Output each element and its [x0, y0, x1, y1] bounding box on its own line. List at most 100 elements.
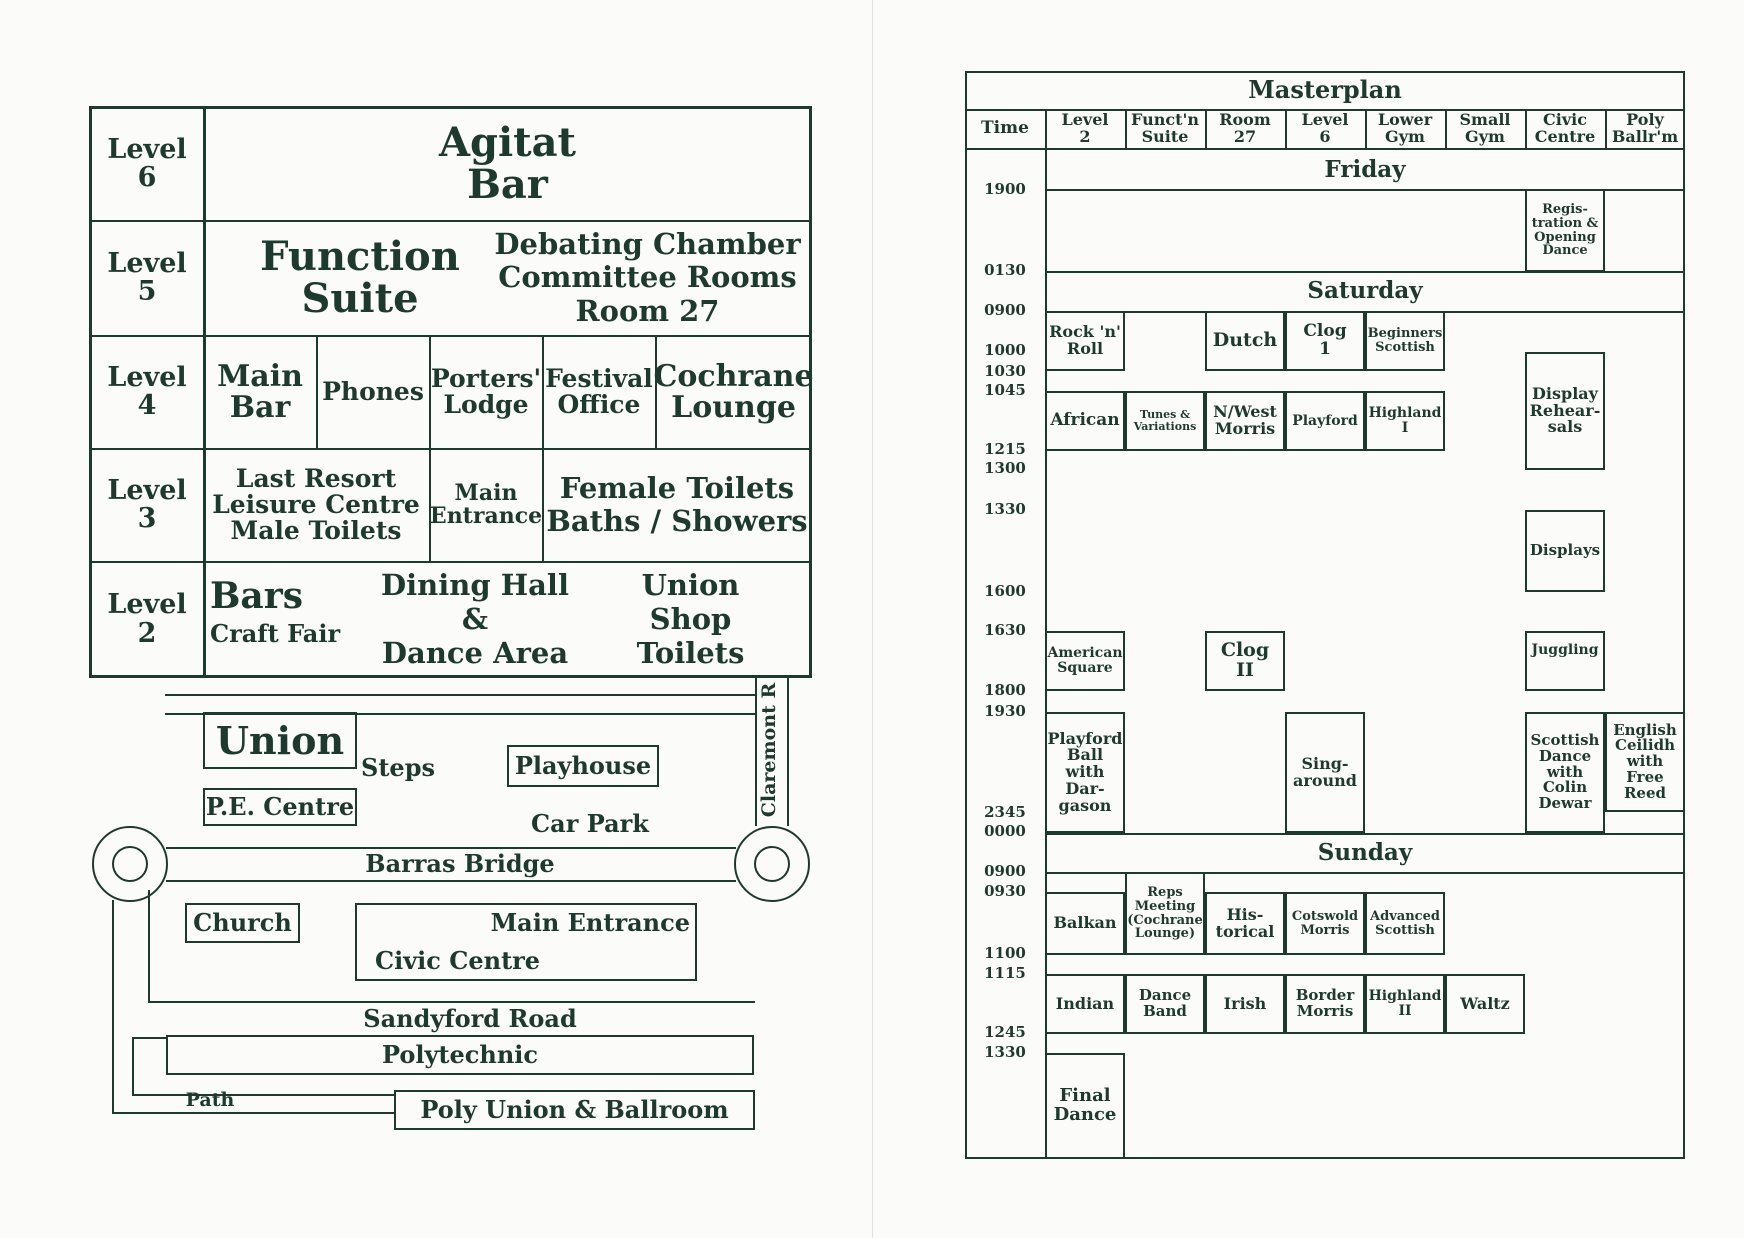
level-4-label: Level 4: [107, 361, 187, 421]
polytechnic-building: [166, 1035, 754, 1075]
col-small-gym: Small Gym: [1459, 110, 1511, 146]
time-label: 1215: [984, 440, 1026, 459]
grid-line: [965, 109, 1685, 111]
pe-centre-building: [203, 788, 357, 826]
room-divider: [429, 335, 431, 561]
event-final-dance: Final Dance: [1045, 1053, 1125, 1159]
event-dutch: Dutch: [1205, 311, 1285, 371]
grid-line: [1525, 109, 1527, 148]
level-divider: [89, 561, 812, 563]
time-label: 1330: [984, 500, 1026, 519]
event-beginners-scottish: Beginners Scottish: [1365, 311, 1445, 371]
room-divider: [316, 335, 318, 448]
grid-line: [1365, 109, 1367, 148]
time-label: 0900: [984, 301, 1026, 320]
time-label: 1330: [984, 1043, 1026, 1062]
poly-union-building: [394, 1090, 755, 1130]
civic-centre-building: [355, 903, 697, 981]
roundabout-east-centre: [754, 846, 790, 882]
level-3-main-entrance: Main Entrance: [429, 479, 543, 529]
event-highland-1: Highland I: [1365, 391, 1445, 451]
road-line: [787, 676, 789, 826]
event-cotswold-morris: Cotswold Morris: [1285, 892, 1365, 955]
polytechnic: Polytechnic: [381, 1040, 539, 1070]
time-label: 0130: [984, 261, 1026, 280]
time-label: 1900: [984, 180, 1026, 199]
time-label: 1100: [984, 944, 1026, 963]
level-divider: [89, 220, 812, 222]
event-english-ceilidh: English Ceilidh with Free Reed: [1605, 712, 1685, 812]
building-plan-frame: [89, 106, 812, 678]
grid-line: [1045, 833, 1685, 835]
path-line: [112, 1112, 394, 1114]
col-level-6: Level 6: [1301, 110, 1349, 146]
event-juggling: Juggling: [1525, 631, 1605, 691]
church: Church: [193, 908, 292, 938]
grid-line: [1285, 109, 1287, 148]
grid-line: [1045, 189, 1685, 191]
level-6-label: Level 6: [107, 133, 187, 193]
roundabout-east: [734, 826, 810, 902]
time-label: 1600: [984, 582, 1026, 601]
col-level-2: Level 2: [1061, 110, 1109, 146]
dining-hall: Dining Hall & Dance Area: [381, 568, 569, 670]
road-line: [148, 1001, 755, 1003]
event-nwest-morris: N/West Morris: [1205, 391, 1285, 451]
road-line: [755, 676, 757, 826]
time-label: 1000: [984, 341, 1026, 360]
time-label: 0000: [984, 822, 1026, 841]
masterplan-title: Masterplan: [1248, 75, 1402, 105]
road-line: [165, 694, 755, 696]
time-label: 1930: [984, 702, 1026, 721]
sandyford-road: Sandyford Road: [363, 1004, 577, 1034]
level-5-label: Level 5: [107, 247, 187, 307]
car-park: Car Park: [531, 809, 649, 839]
event-rock-n-roll: Rock 'n' Roll: [1045, 311, 1125, 371]
room-divider: [542, 335, 544, 561]
time-label: 0900: [984, 862, 1026, 881]
event-irish: Irish: [1205, 974, 1285, 1034]
civic-centre: Civic Centre: [375, 946, 541, 976]
bars: Bars: [210, 575, 303, 618]
pe-centre: P.E. Centre: [205, 792, 355, 822]
time-label: 2345: [984, 803, 1026, 822]
col-time: Time: [981, 118, 1029, 139]
craft-fair: Craft Fair: [210, 619, 341, 649]
path-line: [132, 1037, 167, 1039]
grid-line: [1045, 271, 1685, 273]
main-bar: Main Bar: [217, 358, 303, 425]
time-label: 1115: [984, 964, 1026, 983]
civic-main-entrance: Main Entrance: [490, 908, 690, 938]
event-display-rehearsals: Display Rehear- sals: [1525, 352, 1605, 470]
col-lower-gym: Lower Gym: [1377, 110, 1433, 146]
event-waltz: Waltz: [1445, 974, 1525, 1034]
time-label: 1300: [984, 459, 1026, 478]
union-building: [203, 712, 357, 769]
function-suite: Function Suite: [260, 233, 460, 322]
porters-lodge: Porters' Lodge: [430, 363, 542, 419]
event-clog-2: Clog II: [1205, 631, 1285, 691]
event-scottish-dance: Scottish Dance with Colin Dewar: [1525, 712, 1605, 833]
level-divider: [89, 335, 812, 337]
event-singaround: Sing- around: [1285, 712, 1365, 833]
level-3-label: Level 3: [107, 474, 187, 534]
last-resort: Last Resort Leisure Centre Male Toilets: [212, 463, 420, 546]
page-fold: [872, 0, 873, 1238]
path-line: [132, 1037, 134, 1095]
event-african: African: [1045, 391, 1125, 451]
event-balkan: Balkan: [1045, 892, 1125, 955]
grid-line: [1205, 109, 1207, 148]
level-column-divider: [203, 106, 206, 678]
union-shop: Union Shop Toilets: [636, 568, 745, 670]
steps: Steps: [361, 753, 435, 783]
masterplan-frame: [965, 71, 1685, 1159]
time-label: 0930: [984, 882, 1026, 901]
grid-line: [1125, 109, 1127, 148]
event-reps-meeting: Reps Meeting (Cochrane Lounge): [1125, 872, 1205, 955]
event-border-morris: Border Morris: [1285, 974, 1365, 1034]
room-divider: [655, 335, 657, 448]
union-label: Union: [215, 717, 345, 763]
day-friday: Friday: [1324, 155, 1406, 183]
playhouse-building: [507, 745, 659, 787]
time-label: 1800: [984, 681, 1026, 700]
